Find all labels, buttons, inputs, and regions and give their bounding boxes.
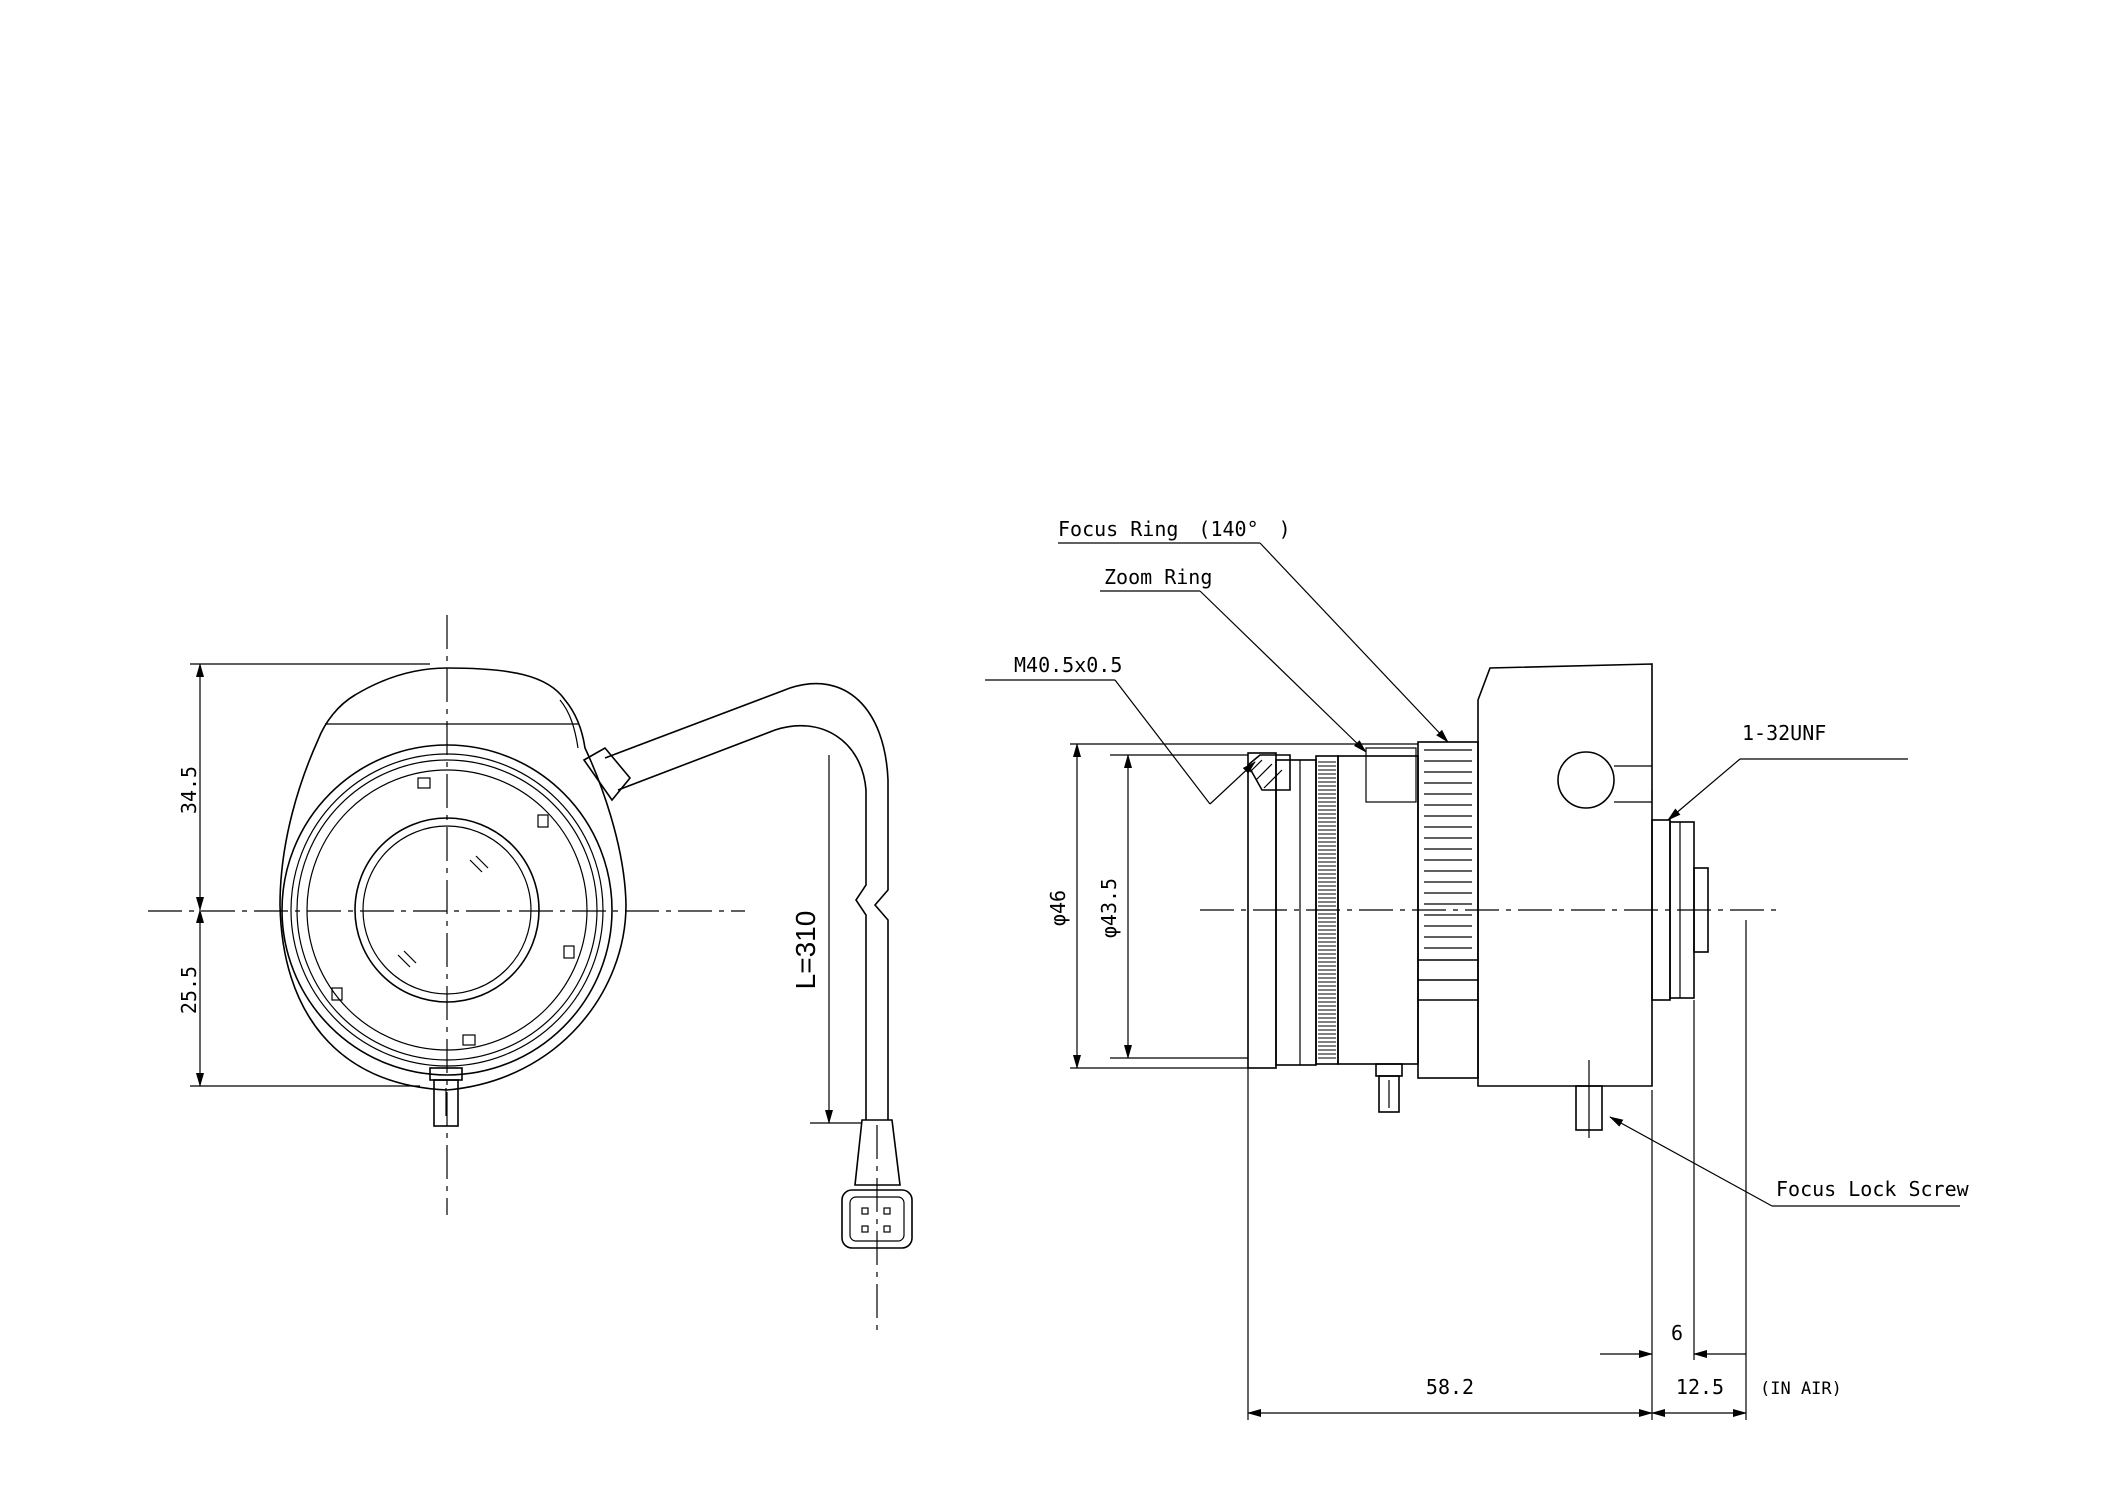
glass-highlight-2 xyxy=(475,855,489,869)
focus-ring-leader xyxy=(1259,542,1449,743)
zoom-ring-knurl xyxy=(1318,761,1336,1059)
rear-lens xyxy=(1693,867,1709,953)
front-lens-barrel xyxy=(354,817,540,1003)
front-ring-outer xyxy=(281,744,613,1076)
front-ring-2 xyxy=(290,753,604,1067)
connector-pin-1 xyxy=(861,1207,869,1215)
filter-leader-2 xyxy=(1209,761,1256,805)
side-zoom-screw-body xyxy=(1378,1075,1400,1113)
front-view: 34.5 25.5 L=310 xyxy=(148,615,913,1330)
filter-thread-label: M40.5x0.5 xyxy=(1014,653,1122,677)
glass-highlight-1 xyxy=(469,859,483,873)
focus-ring-knurl xyxy=(1418,749,1478,1001)
dim-25-5: 25.5 xyxy=(177,966,201,1014)
connector-pin-4 xyxy=(883,1225,891,1233)
front-housing-inner-edge xyxy=(559,699,579,749)
dim-cable-length: L=310 xyxy=(790,911,821,990)
dim-phi46: φ46 xyxy=(1046,890,1070,926)
mount-leader xyxy=(1667,758,1741,821)
ring-notch-3 xyxy=(563,945,575,959)
side-view: φ46 φ43.5 58.2 6 12.5 (IN AIR) Focus Rin… xyxy=(985,517,1970,1420)
focus-lock-leader xyxy=(1609,1116,1773,1207)
mount-label: 1-32UNF xyxy=(1742,721,1826,745)
connector-pin-2 xyxy=(883,1207,891,1215)
zoom-ring-leader xyxy=(1199,590,1367,753)
dim-6: 6 xyxy=(1671,1321,1683,1345)
connector-pin-3 xyxy=(861,1225,869,1233)
dim-34-5: 34.5 xyxy=(177,766,201,814)
side-cable-grommet xyxy=(1557,751,1615,809)
connector-strain-relief xyxy=(854,1119,901,1186)
zoom-ring-label: Zoom Ring xyxy=(1104,565,1212,589)
focus-ring-label: Focus Ring (140° ) xyxy=(1058,517,1291,541)
ring-notch-2 xyxy=(537,814,549,828)
glass-highlight-3 xyxy=(397,954,411,968)
front-screw-body xyxy=(433,1079,459,1127)
dim-phi43-5: φ43.5 xyxy=(1097,878,1121,938)
iris-cable xyxy=(604,682,889,1120)
front-ring-3 xyxy=(296,759,598,1061)
glass-highlight-4 xyxy=(403,950,417,964)
iris-cable-boss xyxy=(582,746,632,802)
front-ring-4 xyxy=(306,769,588,1051)
front-housing-outline xyxy=(279,667,627,1091)
ring-notch-1 xyxy=(417,777,431,789)
dim-58-2: 58.2 xyxy=(1426,1375,1474,1399)
ring-notch-4 xyxy=(462,1034,476,1046)
rear-housing xyxy=(1477,663,1653,1087)
side-zoom-screw-head xyxy=(1375,1063,1403,1077)
ring-notch-5 xyxy=(331,987,343,1001)
filter-hatch xyxy=(1249,759,1283,789)
front-lens-glass xyxy=(362,825,532,995)
focus-lock-label: Focus Lock Screw xyxy=(1776,1177,1970,1201)
dim-12-5: 12.5 xyxy=(1676,1375,1724,1399)
front-barrel xyxy=(1275,759,1317,1066)
zoom-pin-boss xyxy=(1365,747,1417,803)
filter-leader xyxy=(1114,679,1211,805)
filter-thread-section xyxy=(1246,754,1291,791)
in-air-note: (IN AIR) xyxy=(1760,1379,1842,1399)
